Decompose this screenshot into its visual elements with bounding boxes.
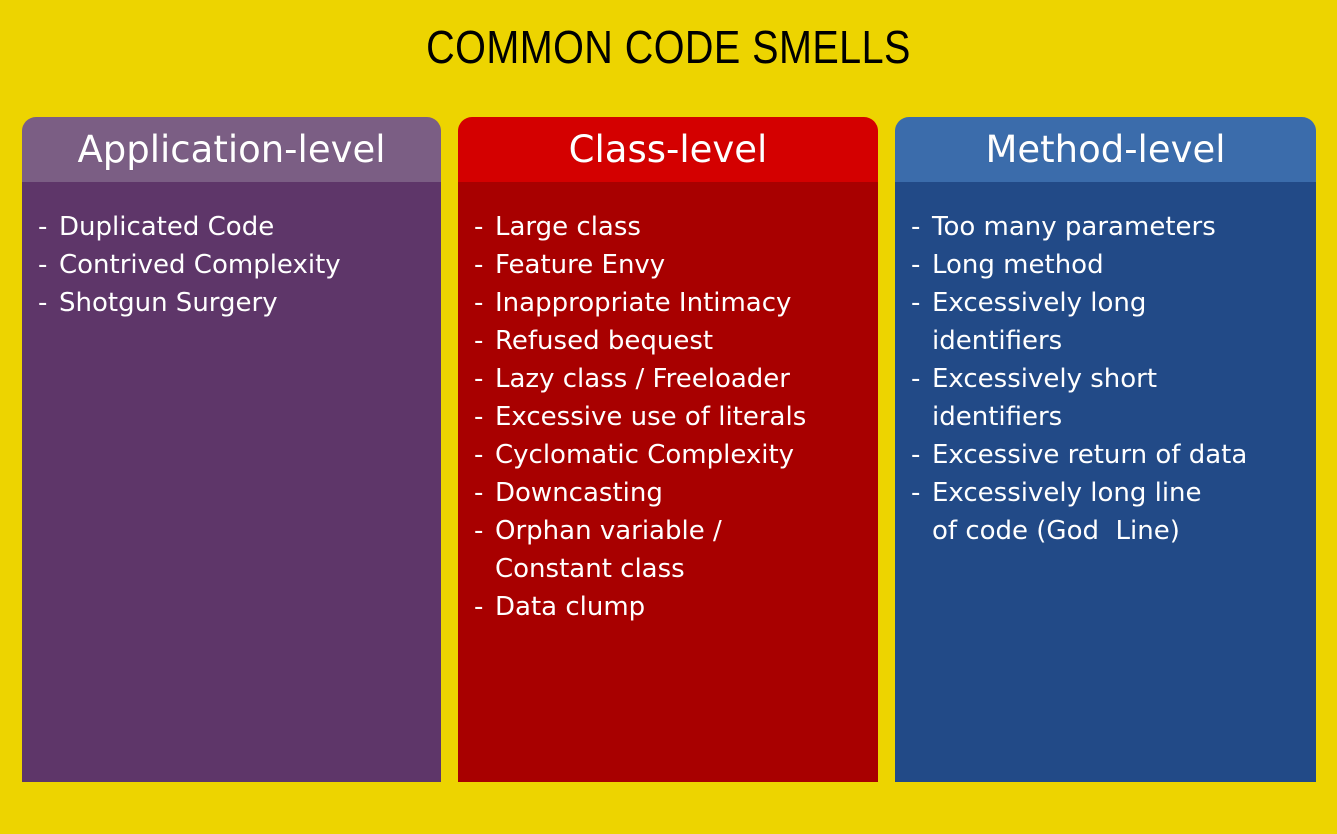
- list-item-label: Excessively long identifiers: [932, 288, 1147, 356]
- list-item: -Excessively short identifiers: [911, 360, 1300, 436]
- bullet-dash-icon: -: [911, 250, 921, 280]
- bullet-dash-icon: -: [474, 364, 484, 394]
- list-item: -Contrived Complexity: [38, 246, 425, 284]
- list-item-label: Inappropriate Intimacy: [495, 288, 792, 318]
- page-title: COMMON CODE SMELLS: [426, 21, 911, 73]
- list-item: -Shotgun Surgery: [38, 284, 425, 322]
- list-item: -Duplicated Code: [38, 208, 425, 246]
- column-body-application-level: -Duplicated Code-Contrived Complexity-Sh…: [22, 182, 441, 782]
- list-item: -Excessive return of data: [911, 436, 1300, 474]
- list-item-label: Refused bequest: [495, 326, 714, 356]
- list-item: -Lazy class / Freeloader: [474, 360, 862, 398]
- list-item: -Feature Envy: [474, 246, 862, 284]
- column-header-class-level: Class-level: [458, 117, 878, 182]
- list-item: -Inappropriate Intimacy: [474, 284, 862, 322]
- list-item-label: Duplicated Code: [59, 212, 275, 242]
- list-item: -Large class: [474, 208, 862, 246]
- list-item-label: Excessively short identifiers: [932, 364, 1158, 432]
- bullet-dash-icon: -: [38, 212, 48, 242]
- list-item: -Excessively long line of code (God Line…: [911, 474, 1300, 550]
- list-item: -Downcasting: [474, 474, 862, 512]
- list-item-label: Long method: [932, 250, 1104, 280]
- list-item: -Refused bequest: [474, 322, 862, 360]
- bullet-dash-icon: -: [474, 402, 484, 432]
- bullet-dash-icon: -: [911, 212, 921, 242]
- column-application-level: Application-level -Duplicated Code-Contr…: [22, 117, 441, 782]
- smell-list-class-level: -Large class-Feature Envy-Inappropriate …: [474, 208, 862, 626]
- list-item: -Excessively long identifiers: [911, 284, 1300, 360]
- list-item-label: Downcasting: [495, 478, 663, 508]
- bullet-dash-icon: -: [38, 250, 48, 280]
- list-item: -Too many parameters: [911, 208, 1300, 246]
- column-method-level: Method-level -Too many parameters-Long m…: [895, 117, 1316, 782]
- bullet-dash-icon: -: [474, 212, 484, 242]
- bullet-dash-icon: -: [474, 326, 484, 356]
- bullet-dash-icon: -: [911, 440, 921, 470]
- list-item-label: Orphan variable / Constant class: [495, 516, 722, 584]
- bullet-dash-icon: -: [38, 288, 48, 318]
- list-item: -Long method: [911, 246, 1300, 284]
- bullet-dash-icon: -: [474, 478, 484, 508]
- list-item-label: Excessively long line of code (God Line): [932, 478, 1202, 546]
- bullet-dash-icon: -: [474, 288, 484, 318]
- bullet-dash-icon: -: [911, 364, 921, 394]
- bullet-dash-icon: -: [474, 440, 484, 470]
- bullet-dash-icon: -: [474, 250, 484, 280]
- list-item-label: Cyclomatic Complexity: [495, 440, 795, 470]
- smell-list-application-level: -Duplicated Code-Contrived Complexity-Sh…: [38, 208, 425, 322]
- list-item-label: Large class: [495, 212, 641, 242]
- list-item-label: Too many parameters: [932, 212, 1216, 242]
- column-group: Application-level -Duplicated Code-Contr…: [22, 117, 1316, 782]
- list-item: -Orphan variable / Constant class: [474, 512, 862, 588]
- bullet-dash-icon: -: [911, 478, 921, 508]
- list-item-label: Lazy class / Freeloader: [495, 364, 790, 394]
- smell-list-method-level: -Too many parameters-Long method-Excessi…: [911, 208, 1300, 550]
- bullet-dash-icon: -: [474, 592, 484, 622]
- bullet-dash-icon: -: [911, 288, 921, 318]
- list-item-label: Excessive use of literals: [495, 402, 807, 432]
- column-body-class-level: -Large class-Feature Envy-Inappropriate …: [458, 182, 878, 782]
- list-item-label: Contrived Complexity: [59, 250, 341, 280]
- list-item-label: Feature Envy: [495, 250, 666, 280]
- list-item-label: Excessive return of data: [932, 440, 1248, 470]
- list-item: -Excessive use of literals: [474, 398, 862, 436]
- list-item: -Cyclomatic Complexity: [474, 436, 862, 474]
- column-body-method-level: -Too many parameters-Long method-Excessi…: [895, 182, 1316, 782]
- column-class-level: Class-level -Large class-Feature Envy-In…: [458, 117, 878, 782]
- column-header-method-level: Method-level: [895, 117, 1316, 182]
- list-item: -Data clump: [474, 588, 862, 626]
- list-item-label: Data clump: [495, 592, 646, 622]
- list-item-label: Shotgun Surgery: [59, 288, 278, 318]
- column-header-application-level: Application-level: [22, 117, 441, 182]
- bullet-dash-icon: -: [474, 516, 484, 546]
